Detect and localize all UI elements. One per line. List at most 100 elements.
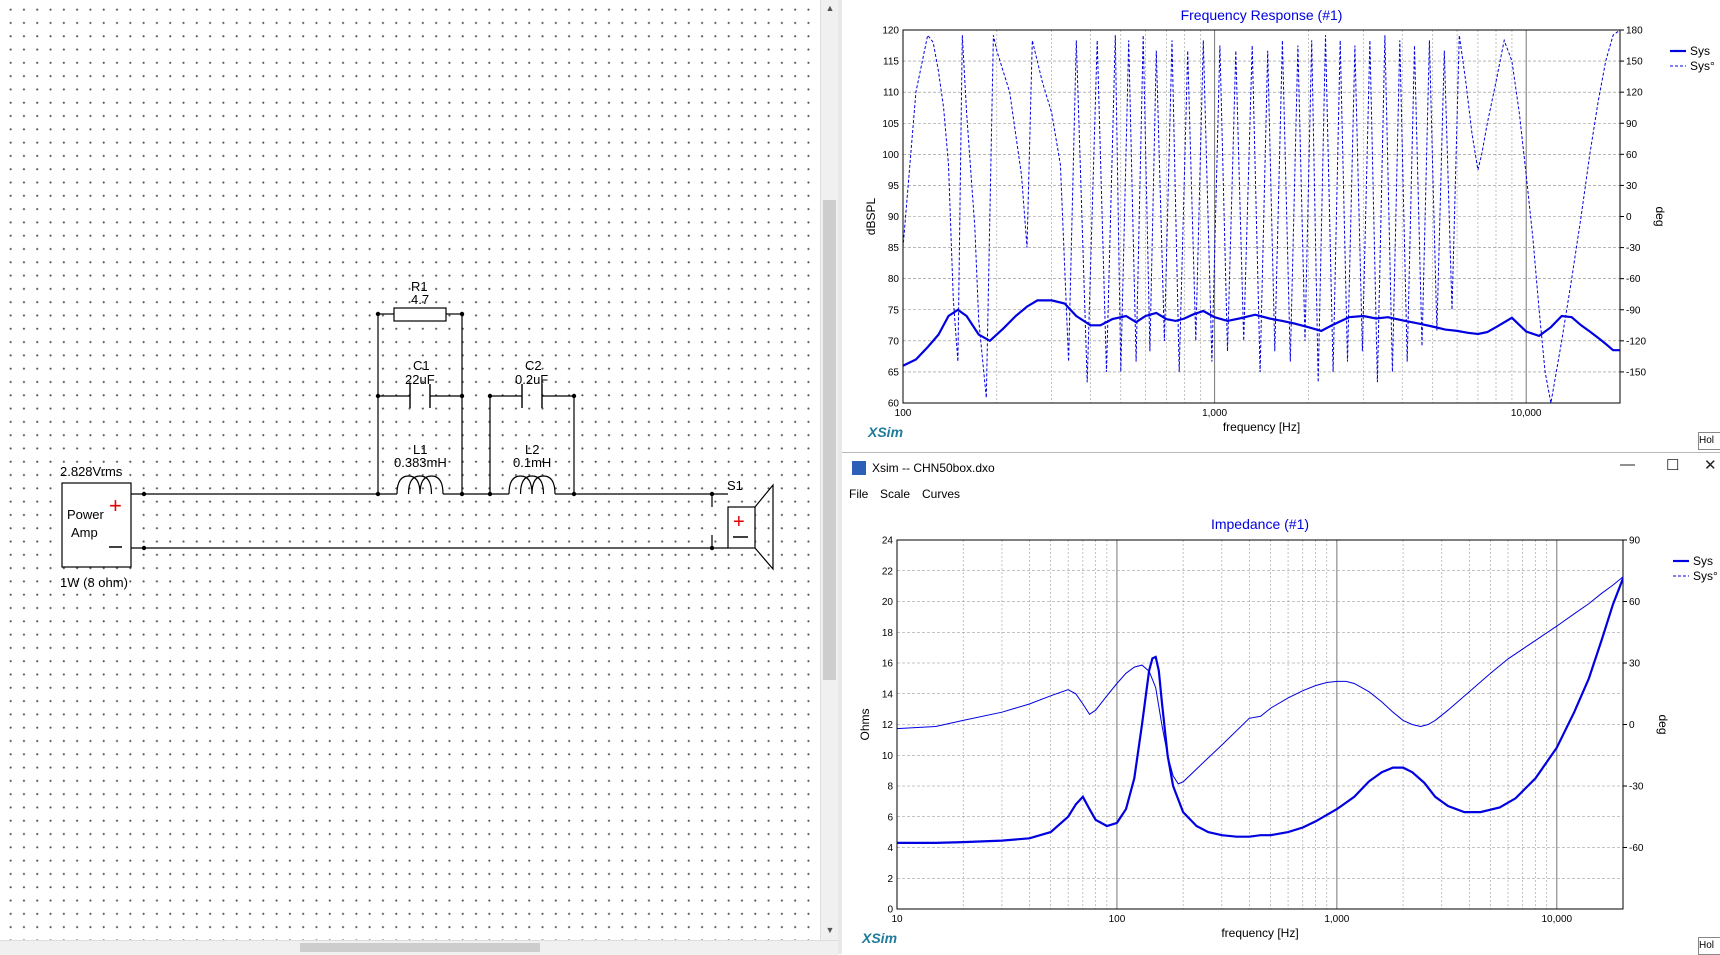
power-amp-voltage: 2.828Vrms [60, 464, 123, 479]
frequency-response-chart: 6065707580859095100105110115120-150-120-… [864, 7, 1715, 440]
y-tick-label: 95 [888, 181, 900, 192]
y2-tick-label: -60 [1626, 274, 1641, 285]
speaker-s1[interactable]: + [727, 483, 774, 571]
y-tick-label: 20 [882, 597, 894, 608]
y-tick-label: 8 [887, 782, 893, 793]
x-tick-label: 10 [891, 914, 903, 925]
schematic-vertical-scrollbar[interactable]: ▲ ▼ [820, 0, 839, 940]
y2-tick-label: 60 [1626, 150, 1638, 161]
series-line-magnitude [897, 578, 1623, 844]
scroll-up-icon[interactable]: ▲ [825, 3, 835, 13]
power-amp[interactable]: Power Amp + [61, 482, 132, 568]
inductor-l1[interactable] [396, 475, 444, 495]
power-amp-rating: 1W (8 ohm) [60, 575, 128, 590]
window-title: Xsim -- CHN50box.dxo [872, 461, 995, 475]
l2-value: 0.1mH [513, 455, 551, 470]
series-line-phase [897, 576, 1623, 785]
y-tick-label: 22 [882, 566, 894, 577]
menu-scale[interactable]: Scale [880, 487, 911, 501]
window-titlebar[interactable]: Xsim -- CHN50box.dxo — ☐ ✕ [842, 453, 1720, 483]
y2-tick-label: 90 [1629, 536, 1641, 547]
resistor-r1[interactable] [393, 307, 447, 322]
y-tick-label: 120 [882, 26, 899, 37]
y-tick-label: 4 [887, 843, 893, 854]
plus-icon: + [733, 511, 745, 533]
y-axis-label: dBSPL [864, 197, 878, 235]
menu-file[interactable]: File [849, 487, 869, 501]
y-tick-label: 6 [887, 812, 893, 823]
capacitor-c1[interactable] [409, 384, 431, 408]
y2-tick-label: -30 [1629, 782, 1644, 793]
xsim-watermark: XSim [861, 930, 897, 946]
x-tick-label: 100 [895, 408, 912, 419]
legend-label: Sys° [1690, 59, 1715, 73]
r1-value: 4.7 [411, 292, 429, 307]
close-button[interactable]: ✕ [1704, 457, 1717, 474]
minimize-button[interactable]: — [1620, 456, 1635, 473]
hold-label: Hol [1699, 435, 1715, 446]
y-tick-label: 10 [882, 751, 894, 762]
schematic-canvas[interactable]: Power Amp + 2.828Vrms 1W (8 ohm) R1 4.7 … [0, 0, 820, 940]
scrollbar-thumb[interactable] [823, 200, 836, 680]
y-tick-label: 18 [882, 628, 894, 639]
capacitor-c2[interactable] [521, 384, 543, 408]
splitter[interactable] [838, 0, 842, 954]
y2-tick-label: 180 [1626, 26, 1643, 37]
legend-label: Sys° [1693, 569, 1718, 583]
junction-dot [141, 545, 147, 551]
l1-value: 0.383mH [394, 455, 447, 470]
y-tick-label: 115 [883, 57, 899, 68]
y-tick-label: 14 [882, 689, 894, 700]
y2-axis-label: deg [1653, 206, 1667, 226]
x-axis-label: frequency [Hz] [1221, 926, 1298, 940]
y-tick-label: 70 [888, 336, 900, 347]
x-tick-label: 100 [1109, 914, 1126, 925]
impedance-window: Xsim -- CHN50box.dxo — ☐ ✕ File Scale Cu… [842, 452, 1720, 955]
plot-frame [902, 29, 1621, 404]
y-tick-label: 65 [888, 367, 900, 378]
junction-dot [459, 393, 465, 399]
chart-title: Frequency Response (#1) [1181, 7, 1343, 23]
junction-dot [709, 545, 715, 551]
y2-tick-label: 150 [1626, 57, 1643, 68]
junction-dot [459, 491, 465, 497]
y-axis-label: Ohms [858, 708, 872, 740]
x-axis-label: frequency [Hz] [1223, 420, 1300, 434]
junction-dot [709, 491, 715, 497]
junction-dot [141, 491, 147, 497]
scrollbar-thumb[interactable] [300, 943, 540, 952]
y-tick-label: 100 [882, 150, 899, 161]
junction-dot [487, 491, 493, 497]
xsim-watermark: XSim [867, 424, 903, 440]
scroll-down-icon[interactable]: ▼ [825, 925, 835, 935]
hold-button[interactable]: Hol [1698, 432, 1720, 450]
x-tick-label: 10,000 [1541, 914, 1572, 925]
y-tick-label: 80 [888, 274, 900, 285]
y2-tick-label: 120 [1626, 88, 1643, 99]
y-tick-label: 0 [887, 905, 893, 916]
plus-icon: + [109, 493, 122, 518]
hold-label: Hol [1699, 940, 1715, 951]
power-amp-label-1: Power [67, 507, 105, 522]
menu-bar: File Scale Curves [842, 483, 1720, 505]
c2-value: 0.2uF [515, 372, 548, 387]
y-tick-label: 12 [882, 720, 894, 731]
junction-dot [375, 311, 381, 317]
maximize-button[interactable]: ☐ [1666, 457, 1680, 474]
menu-curves[interactable]: Curves [922, 487, 961, 501]
legend-label: Sys [1690, 44, 1710, 58]
junction-dot [375, 393, 381, 399]
y2-tick-label: -30 [1626, 243, 1641, 254]
legend-label: Sys [1693, 554, 1713, 568]
schematic-svg: Power Amp + 2.828Vrms 1W (8 ohm) R1 4.7 … [60, 279, 774, 590]
y-tick-label: 90 [888, 212, 900, 223]
y2-tick-label: 30 [1626, 181, 1638, 192]
hold-button[interactable]: Hol [1698, 937, 1720, 955]
y-tick-label: 75 [888, 305, 900, 316]
series-line-magnitude [903, 299, 1620, 367]
schematic-horizontal-scrollbar[interactable] [0, 940, 838, 955]
series-line-phase [903, 30, 1620, 403]
inductor-l2[interactable] [508, 475, 556, 495]
junction-dot [459, 311, 465, 317]
